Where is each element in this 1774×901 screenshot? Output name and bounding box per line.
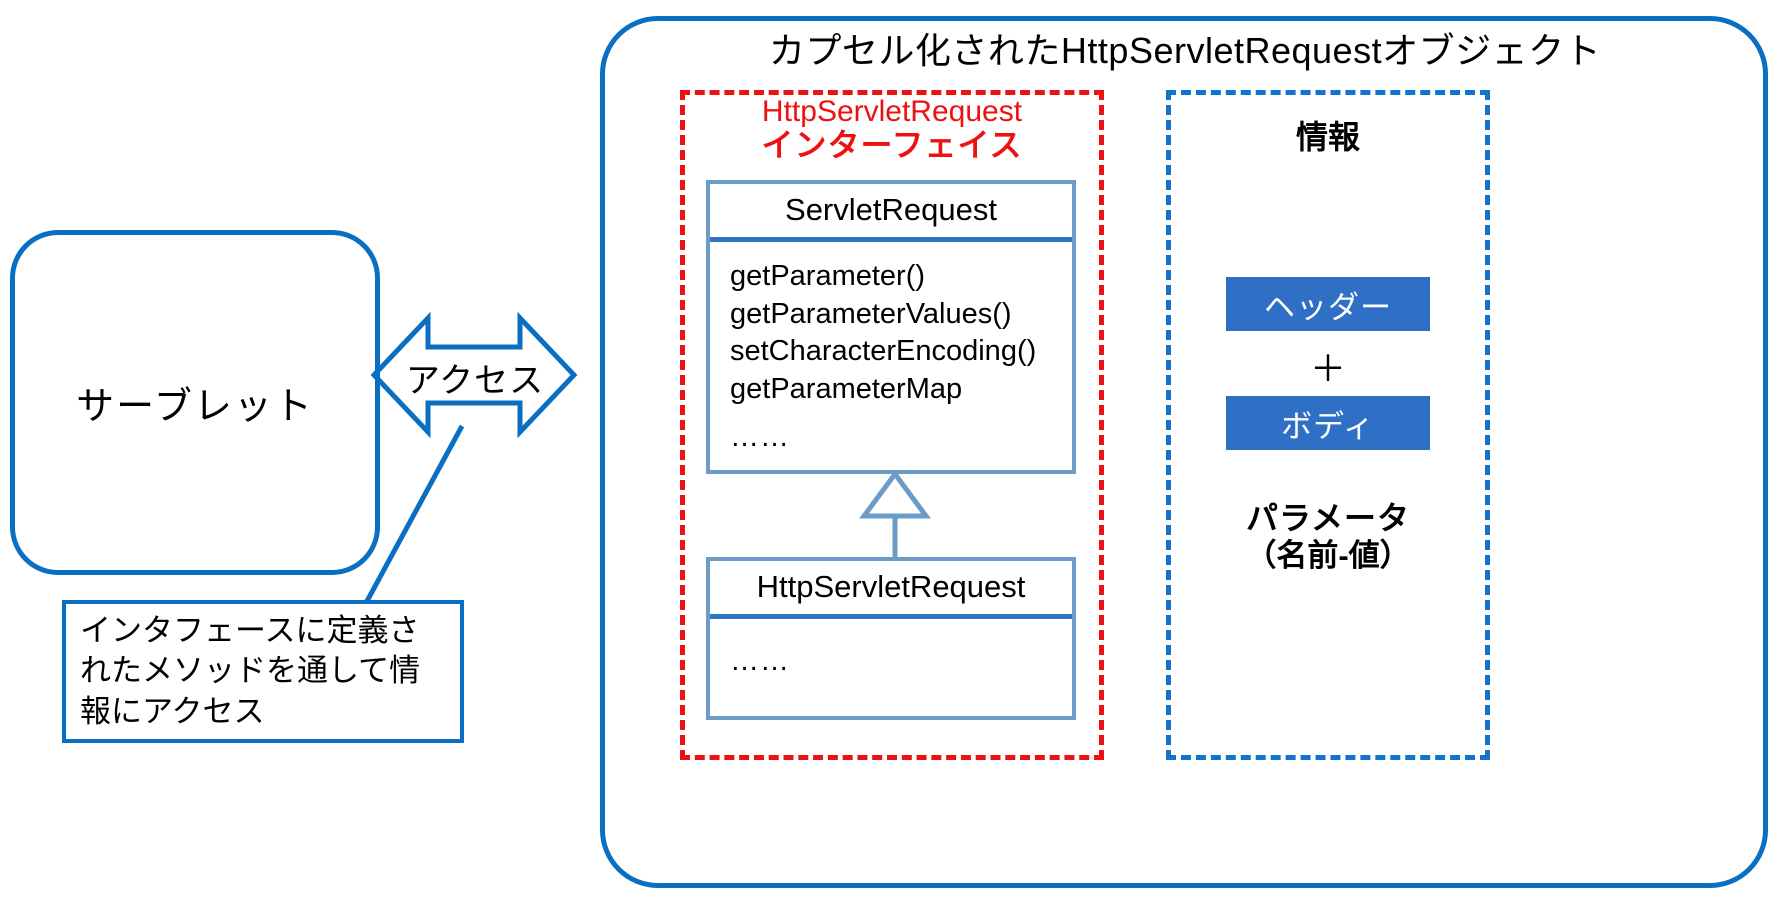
note-line: インタフェースに定義さ xyxy=(80,613,420,649)
info-region xyxy=(1166,90,1490,760)
uml-member: setCharacterEncoding() xyxy=(730,335,1037,368)
uml-member: getParameter() xyxy=(730,260,926,292)
note-line: れたメソッドを通して情 xyxy=(80,653,421,689)
uml-member-ellipsis: …… xyxy=(730,645,790,677)
parameter-line1: パラメータ xyxy=(1245,500,1411,536)
uml-class-httpservletrequest: HttpServletRequest …… xyxy=(706,557,1076,720)
uml-class-name: HttpServletRequest xyxy=(710,561,1072,619)
note-leader-line xyxy=(340,420,470,620)
access-label: アクセス xyxy=(405,362,545,400)
uml-member: getParameterValues() xyxy=(730,297,1012,330)
interface-title-line2: インターフェイス xyxy=(761,127,1023,164)
interface-region-title: HttpServletRequest インターフェイス xyxy=(680,95,1104,164)
double-headed-arrow-icon xyxy=(370,300,578,450)
uml-class-members: getParameter() getParameterValues() setC… xyxy=(710,242,1072,466)
uml-member-ellipsis: …… xyxy=(730,420,790,453)
interface-region xyxy=(680,90,1104,760)
interface-title-line1: HttpServletRequest xyxy=(761,95,1023,128)
plus-sign: ＋ xyxy=(1309,348,1346,389)
parameter-line2: （名前-値） xyxy=(1245,537,1411,573)
generalization-arrow-icon xyxy=(840,468,950,563)
servlet-box: サーブレット xyxy=(10,230,380,575)
header-badge: ヘッダー xyxy=(1226,277,1430,331)
uml-member: getParameterMap xyxy=(730,373,963,406)
parameter-label: パラメータ （名前-値） xyxy=(1166,500,1490,574)
servlet-label: サーブレット xyxy=(76,386,314,428)
note-box: インタフェースに定義さ れたメソッドを通して情 報にアクセス xyxy=(62,600,464,743)
uml-class-members: …… xyxy=(710,619,1072,691)
body-badge: ボディ xyxy=(1226,396,1430,450)
info-region-title: 情報 xyxy=(1295,119,1360,155)
uml-class-name: ServletRequest xyxy=(710,184,1072,242)
uml-class-servletrequest: ServletRequest getParameter() getParamet… xyxy=(706,180,1076,474)
note-line: 報にアクセス xyxy=(80,693,265,729)
container-title: カプセル化されたHttpServletRequestオブジェクト xyxy=(768,30,1602,71)
